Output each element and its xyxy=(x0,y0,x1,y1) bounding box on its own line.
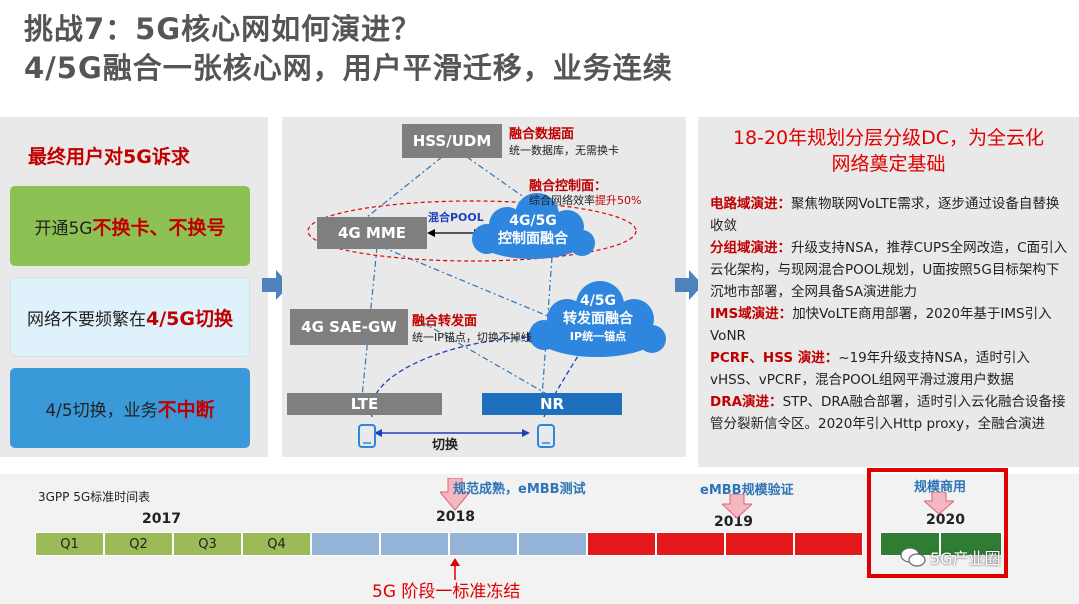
timeline-2019-q3 xyxy=(725,532,794,556)
timeline-2018-q3 xyxy=(449,532,518,556)
timeline-2019-q4 xyxy=(794,532,863,556)
list-item: 分组域演进：升级支持NSA，推荐CUPS全网改造，C面引入云化架构，与现网混合P… xyxy=(710,240,1068,300)
timeline-label: 3GPP 5G标准时间表 xyxy=(38,490,151,504)
timeline-q1: Q1 xyxy=(35,532,104,556)
evolution-list: 电路域演进：聚焦物联网VoLTE需求，逐步通过设备自替换收敛 分组域演进：升级支… xyxy=(710,193,1072,435)
requirement-highlight: 4/5G切换 xyxy=(146,307,233,330)
right-panel-heading: 18-20年规划分层分级DC，为全云化 网络奠定基础 xyxy=(732,127,1045,175)
list-item: 电路域演进：聚焦物联网VoLTE需求，逐步通过设备自替换收敛 xyxy=(710,196,1060,234)
year-2019: 2019 xyxy=(714,514,753,530)
timeline-2019-q2 xyxy=(656,532,725,556)
data-plane-desc: 统一数据库，无需换卡 xyxy=(509,144,619,157)
timeline-2018-q1 xyxy=(311,532,380,556)
watermark-text: 5G产业圈 xyxy=(930,549,1001,568)
requirement-highlight: 不换卡、不换号 xyxy=(92,216,226,239)
milestone-arrow-2018-icon xyxy=(440,478,470,511)
arrow-right-icon xyxy=(675,270,703,300)
wechat-icon xyxy=(900,547,926,567)
timeline-q3: Q3 xyxy=(173,532,242,556)
freeze-label: 5G 阶段一标准冻结 xyxy=(372,582,521,602)
timeline-q2: Q2 xyxy=(104,532,173,556)
mme-node: 4G MME xyxy=(317,217,427,249)
requirement-text: 4/5切换，业务 xyxy=(45,400,158,421)
year-2020: 2020 xyxy=(926,512,965,528)
year-2017: 2017 xyxy=(142,511,181,527)
milestone-arrow-2019-icon xyxy=(722,494,752,519)
control-plane-cloud-label: 4G/5G 控制面融合 xyxy=(498,213,568,247)
requirement-highlight: 不中断 xyxy=(157,398,215,421)
forwarding-plane-cloud-label: 4/5G 转发面融合 IP统一锚点 xyxy=(563,293,633,343)
forwarding-plane-title: 融合转发面 xyxy=(412,314,478,329)
pool-label: 混合POOL xyxy=(428,211,484,224)
data-plane-title: 融合数据面 xyxy=(509,127,575,142)
phone-icon xyxy=(358,424,376,448)
timeline-2020-q2 xyxy=(940,532,1002,556)
watermark: 5G产业圈 xyxy=(900,545,1001,569)
middle-diagram-panel: HSS/UDM 融合数据面 统一数据库，无需换卡 融合控制面： 综合网络效率提升… xyxy=(282,117,686,457)
requirement-text: 网络不要频繁在 xyxy=(27,309,146,330)
timeline-2018-q4 xyxy=(518,532,587,556)
hss-udm-node: HSS/UDM xyxy=(402,124,502,158)
milestone-arrow-2020-icon xyxy=(924,492,954,515)
timeline-2018-q2 xyxy=(380,532,449,556)
sae-gw-node: 4G SAE-GW xyxy=(290,309,408,345)
diagram-lines xyxy=(307,156,666,448)
milestone-2019: eMBB规模验证 xyxy=(700,483,794,498)
milestone-2020: 规模商用 xyxy=(914,480,967,495)
requirement-text: 开通5G xyxy=(34,218,93,239)
commercial-2020-frame xyxy=(867,468,1008,578)
left-panel-heading: 最终用户对5G诉求 xyxy=(28,146,190,168)
right-panel: 18-20年规划分层分级DC，为全云化 网络奠定基础 电路域演进：聚焦物联网Vo… xyxy=(698,117,1079,467)
control-plane-desc: 综合网络效率提升50% xyxy=(529,194,642,207)
list-item: DRA演进：STP、DRA融合部署，适时引入云化融合设备接管分裂新信令区。202… xyxy=(710,394,1066,432)
control-plane-title: 融合控制面： xyxy=(529,179,608,194)
phone-icon xyxy=(537,424,555,448)
page-title-line2: 4/5G融合一张核心网，用户平滑迁移，业务连续 xyxy=(24,51,673,85)
nr-bar: NR xyxy=(482,393,622,415)
forwarding-plane-desc: 统一IP锚点，切换不掉线 xyxy=(412,331,532,344)
requirement-box-no-interruption: 4/5切换，业务不中断 xyxy=(10,368,250,448)
milestone-2018: 规范成熟，eMBB测试 xyxy=(453,482,586,497)
timeline-2019-q1 xyxy=(587,532,656,556)
timeline-q4: Q4 xyxy=(242,532,311,556)
forwarding-plane-cloud-icon xyxy=(529,281,666,357)
list-item: IMS域演进：加快VoLTE商用部署，2020年基于IMS引入VoNR xyxy=(710,306,1052,344)
list-item: PCRF、HSS 演进：~19年升级支持NSA，适时引入vHSS、vPCRF，混… xyxy=(710,350,1030,388)
year-2018: 2018 xyxy=(436,509,475,525)
freeze-arrow-icon xyxy=(450,558,460,580)
control-plane-cloud-icon xyxy=(472,193,595,259)
page-title-line1: 挑战7：5G核心网如何演进？ xyxy=(24,12,422,46)
handover-label: 切换 xyxy=(432,438,459,453)
lte-bar: LTE xyxy=(287,393,442,415)
